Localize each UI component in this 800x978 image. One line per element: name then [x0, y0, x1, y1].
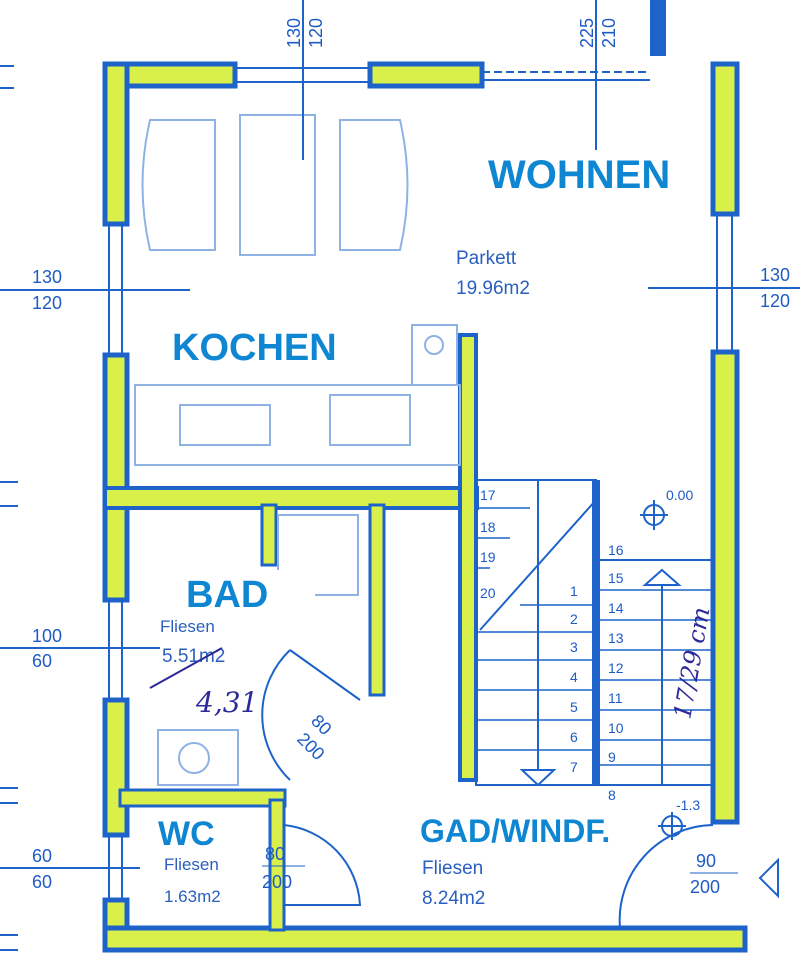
- wall-kitchen-divider: [103, 486, 479, 510]
- step-number: 17: [480, 487, 496, 503]
- kitchen-counter: [134, 384, 461, 466]
- level-entrance: -1.3: [676, 797, 700, 813]
- step-number: 5: [570, 699, 578, 715]
- stair-steps: [476, 507, 713, 766]
- step-number: 16: [608, 542, 624, 558]
- arrow-up-icon: [642, 568, 682, 785]
- step-numbers: 17 18 19 20 1 2 3 4 5 6 7 16 15 14 13 12…: [480, 487, 624, 803]
- dim-right-bottom: 120: [760, 291, 790, 311]
- step-number: 13: [608, 630, 624, 646]
- room-label-kochen: KOCHEN: [172, 327, 337, 369]
- wall-left-lower: [102, 697, 130, 838]
- area-strike-bad: [149, 647, 223, 689]
- level-floor: 0.00: [666, 487, 693, 503]
- stove: [329, 394, 411, 446]
- chair-left: [141, 119, 216, 251]
- room-floor-bad: Fliesen: [160, 617, 215, 636]
- step-number: 14: [608, 600, 624, 616]
- step-number: 10: [608, 720, 624, 736]
- room-label-gad: GAD/WINDF.: [420, 813, 610, 849]
- step-number: 6: [570, 729, 578, 745]
- wall-bath-wc: [118, 788, 287, 808]
- room-label-wohnen: WOHNEN: [488, 153, 670, 197]
- wall-marker-top: [650, 0, 666, 56]
- arrow-down-icon: [519, 480, 557, 787]
- dim-left-wc-bottom: 60: [32, 872, 52, 892]
- wall-bottom: [102, 925, 748, 953]
- step-number: 9: [608, 749, 616, 765]
- dim-left-bad-bottom: 60: [32, 651, 52, 671]
- step-number: 7: [570, 759, 578, 775]
- step-number: 2: [570, 611, 578, 627]
- stair-arrows: [519, 480, 682, 787]
- fridge: [411, 324, 458, 386]
- room-floor-wohnen: Parkett: [456, 248, 517, 269]
- dim-door-wc-top: 80: [265, 844, 285, 864]
- dim-top-left-bottom: 120: [306, 18, 326, 48]
- dimension-labels: 130 120 130 120 100 60 60 60 80 200 90 2…: [32, 265, 790, 897]
- room-area-bad-correction: 4,31: [195, 686, 258, 719]
- wall-stair: [458, 333, 478, 782]
- wall-left-upper: [102, 61, 130, 227]
- step-number: 3: [570, 639, 578, 655]
- step-number: 8: [608, 787, 616, 803]
- fridge-knob: [424, 335, 444, 355]
- wall-wc-right: [268, 798, 286, 932]
- dining-table: [239, 114, 316, 256]
- wall-bath-inner: [260, 503, 278, 567]
- wall-top-middle: [367, 61, 485, 89]
- dim-right-top: 130: [760, 265, 790, 285]
- room-label-wc: WC: [158, 815, 215, 853]
- step-number: 19: [480, 549, 496, 565]
- shower: [277, 514, 359, 596]
- step-number: 1: [570, 583, 578, 599]
- stair-handwritten-note: 17/29 cm: [668, 605, 715, 721]
- dim-left-bad-top: 100: [32, 626, 62, 646]
- step-number: 11: [608, 690, 623, 706]
- dim-top-left-top: 130: [284, 18, 304, 48]
- wall-left-middle: [102, 352, 130, 603]
- dim-left-upper-bottom: 120: [32, 293, 62, 313]
- step-number: 20: [480, 585, 496, 601]
- room-area-wc: 1.63m2: [164, 887, 221, 906]
- dim-entrance-bottom: 200: [690, 877, 720, 897]
- dimension-lines: [0, 0, 800, 951]
- dim-top-right-top: 225: [577, 18, 597, 48]
- dim-left-wc-top: 60: [32, 846, 52, 866]
- step-number: 4: [570, 669, 578, 685]
- step-number: 18: [480, 519, 496, 535]
- washbasin: [178, 742, 210, 774]
- room-floor-gad: Fliesen: [422, 858, 483, 879]
- door-entrance: [618, 824, 714, 929]
- sink: [179, 404, 271, 446]
- room-floor-wc: Fliesen: [164, 855, 219, 874]
- wall-right-upper: [710, 61, 740, 217]
- door-wc: [283, 824, 362, 906]
- room-label-bad: BAD: [186, 574, 268, 616]
- entrance-marker-icon: [758, 857, 779, 899]
- dim-door-wc-bottom: 200: [262, 872, 292, 892]
- wall-bath-right: [368, 503, 386, 697]
- doors: [261, 649, 779, 929]
- walls: [102, 61, 748, 953]
- wall-right-lower: [710, 349, 740, 825]
- dim-top-right-bottom: 210: [599, 18, 619, 48]
- bad-label-backdrop: [155, 570, 315, 612]
- dim-entrance-top: 90: [696, 851, 716, 871]
- furniture: [134, 114, 461, 786]
- door-bad: [261, 649, 361, 781]
- washbasin-frame: [157, 729, 239, 786]
- step-number: 15: [608, 570, 624, 586]
- step-number: 12: [608, 660, 624, 676]
- room-area-gad: 8.24m2: [422, 888, 485, 909]
- dim-left-upper-top: 130: [32, 267, 62, 287]
- room-area-bad: 5.51m2: [162, 646, 225, 667]
- level-markers: [640, 500, 686, 840]
- chair-right: [339, 119, 409, 251]
- room-area-wohnen: 19.96m2: [456, 278, 530, 299]
